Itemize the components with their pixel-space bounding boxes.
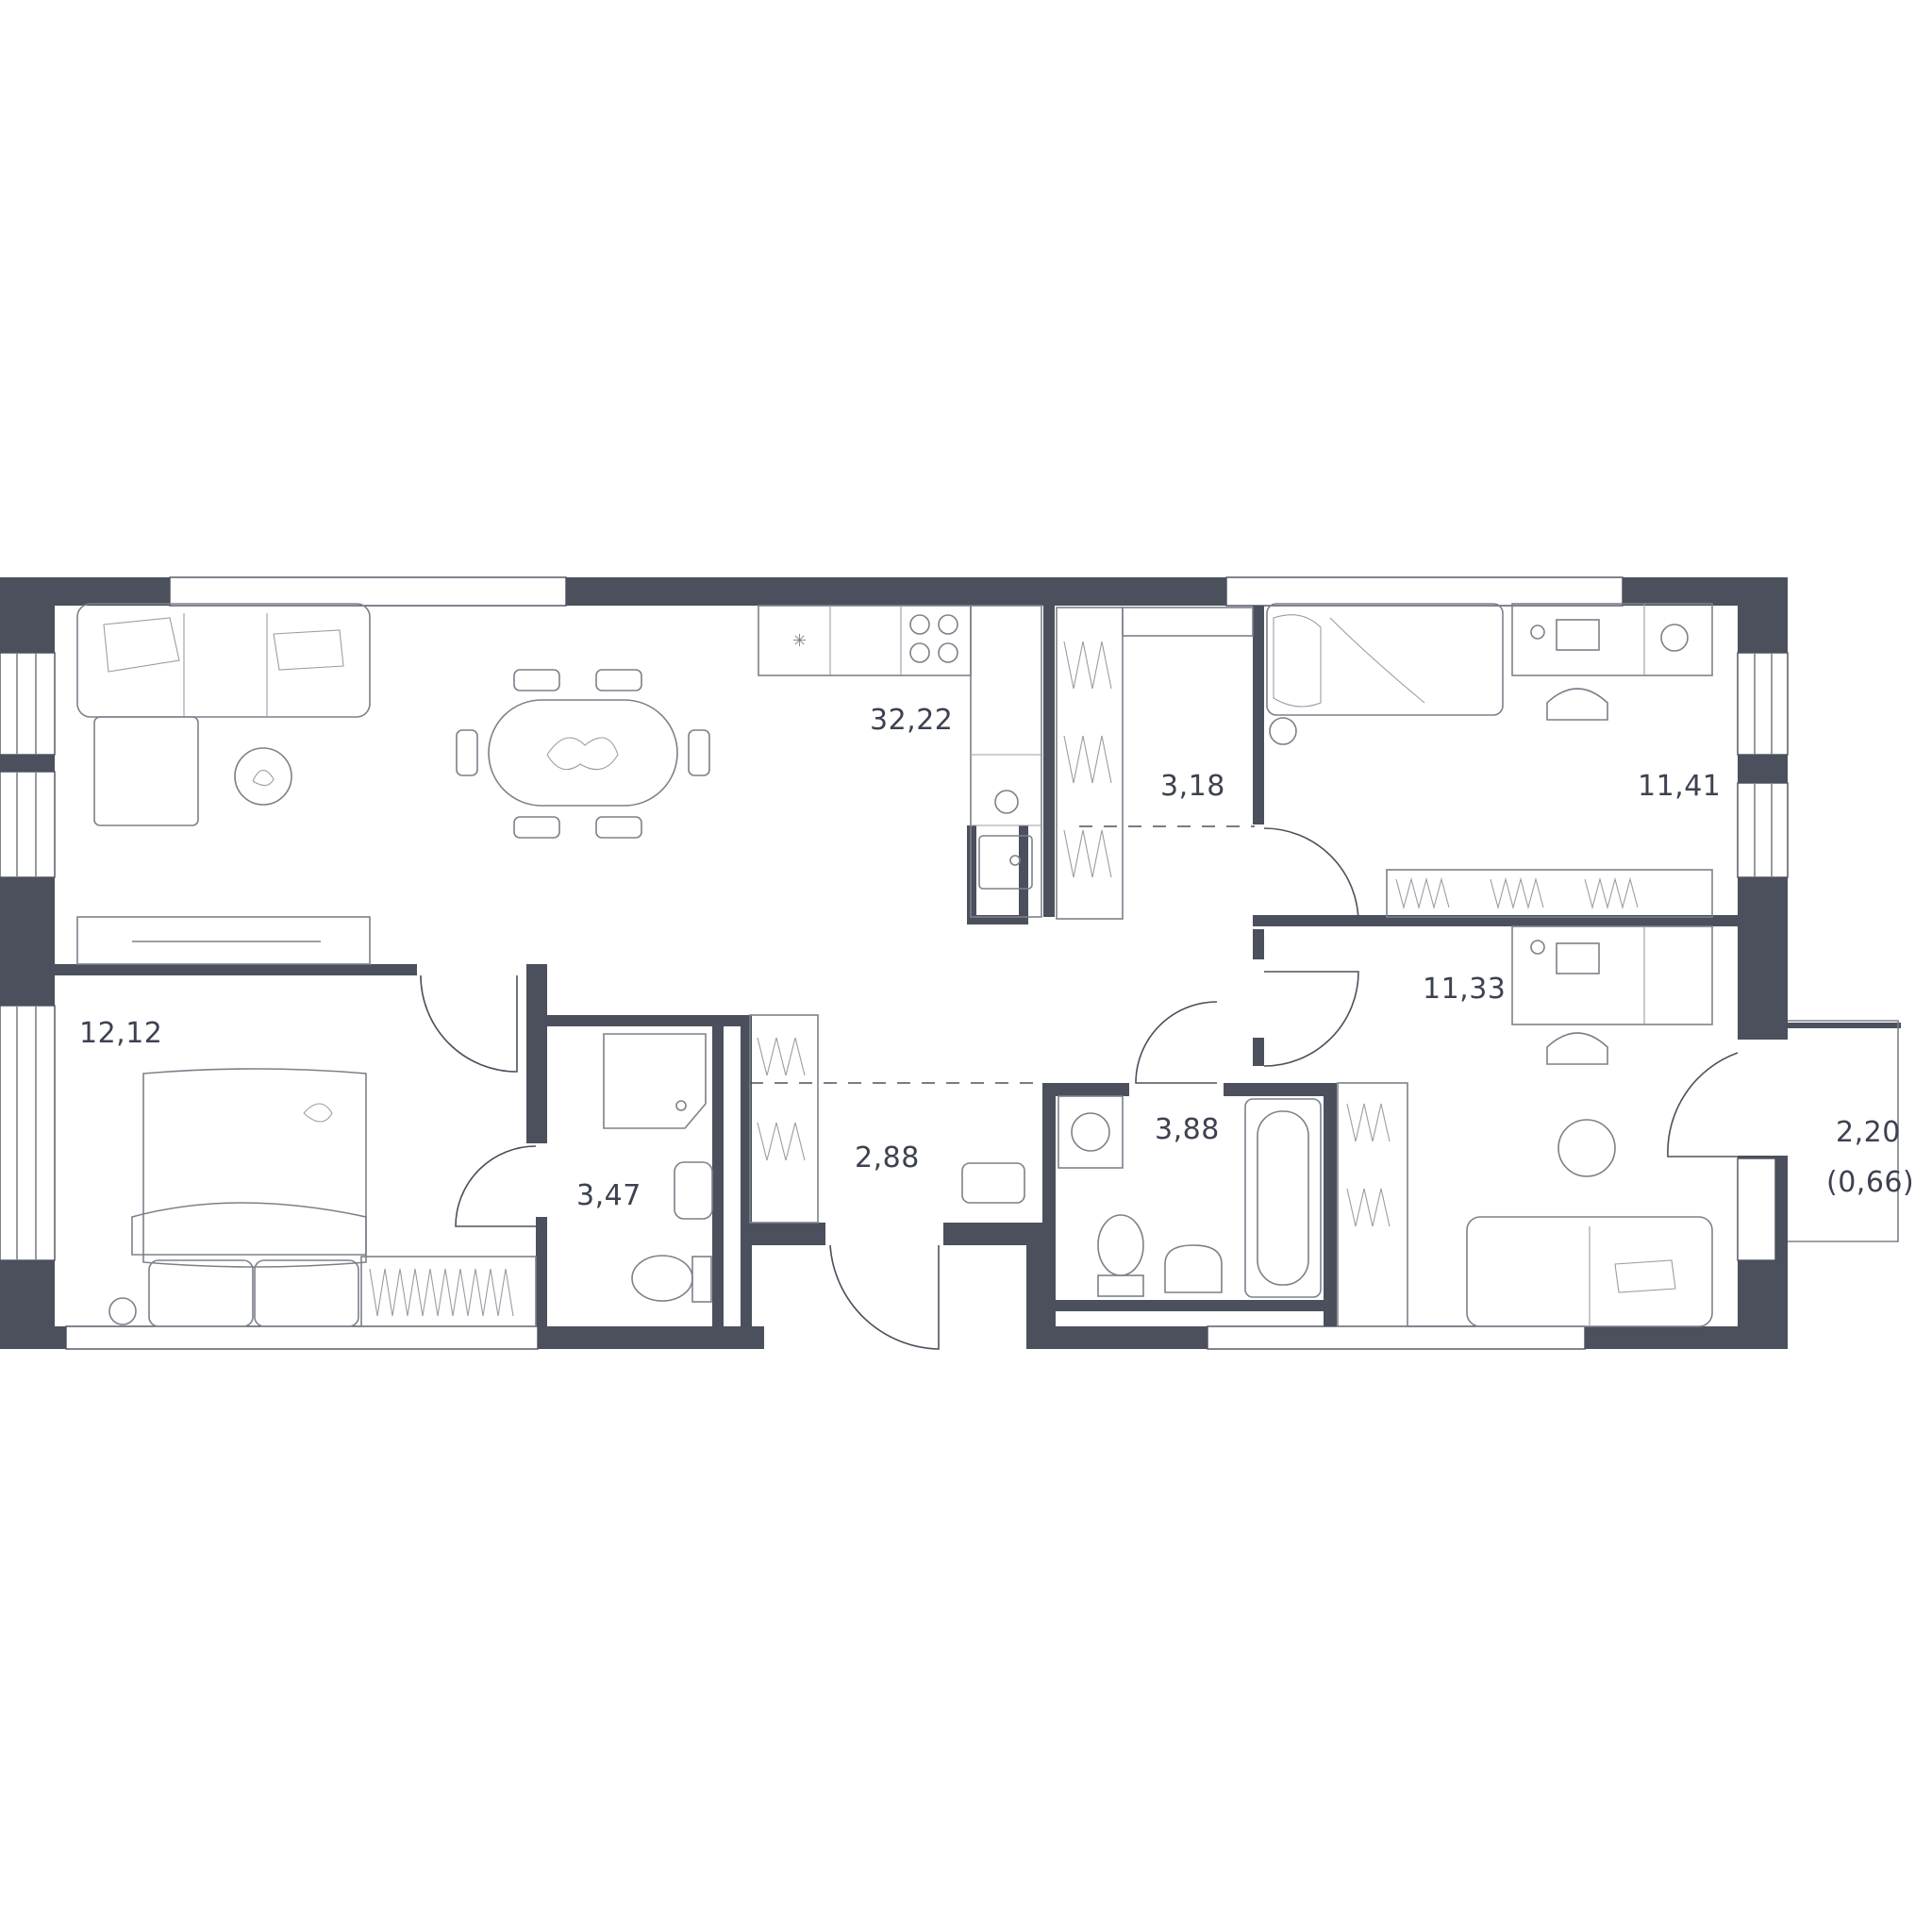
balcony-outline xyxy=(1737,1020,1899,1261)
washing-machine-icon xyxy=(1058,1095,1124,1169)
windows xyxy=(0,576,1789,1350)
sofa-icon xyxy=(76,603,371,826)
sofa-icon xyxy=(1466,1216,1713,1327)
doors xyxy=(420,827,1739,1350)
area-label-balcony-reduced: (0,66) xyxy=(1826,1166,1914,1199)
faucet-icon xyxy=(994,790,1019,814)
desk-icon xyxy=(1511,925,1713,1065)
shower-tray-icon xyxy=(603,1033,707,1129)
washbasin-icon xyxy=(674,1161,713,1220)
entrance-mat-icon xyxy=(961,1162,1025,1204)
area-label-living-kitchen: 32,22 xyxy=(870,704,953,737)
washbasin-icon xyxy=(1164,1244,1223,1293)
bed-icon xyxy=(1266,603,1504,716)
rug-icon xyxy=(1557,1119,1616,1177)
area-label-shower-room: 3,47 xyxy=(576,1179,641,1212)
tv-stand-icon xyxy=(76,916,371,965)
sink-icon xyxy=(978,835,1033,890)
area-label-bedroom-top-right: 11,41 xyxy=(1638,770,1721,803)
area-labels: 32,22 3,18 11,41 12,12 3,47 2,88 3,88 11… xyxy=(79,704,1914,1212)
area-label-bedroom-bottom-right: 11,33 xyxy=(1423,973,1506,1006)
cooktop-icon xyxy=(909,614,958,663)
bed-icon xyxy=(131,1068,367,1327)
svg-text:✳: ✳ xyxy=(792,631,807,651)
fan-icon xyxy=(1269,717,1297,745)
area-label-hallway: 2,88 xyxy=(855,1141,920,1174)
toilet-icon xyxy=(631,1255,712,1303)
area-label-bathroom: 3,88 xyxy=(1155,1113,1220,1146)
wardrobe-icon xyxy=(1337,1082,1408,1327)
desk-icon xyxy=(1511,603,1713,721)
wardrobe-icon xyxy=(749,1014,819,1224)
rug-icon xyxy=(234,747,292,806)
area-label-balcony: 2,20 xyxy=(1836,1116,1901,1149)
walls xyxy=(0,577,1901,1349)
zone-boundaries xyxy=(750,825,1255,1084)
wardrobe-icon xyxy=(1056,607,1254,920)
kitchen-counter-icon: ✳ xyxy=(758,605,1042,918)
area-label-storage: 3,18 xyxy=(1160,770,1225,803)
dining-table-icon xyxy=(456,669,710,839)
toilet-icon xyxy=(1097,1214,1144,1297)
fan-icon xyxy=(108,1297,137,1325)
wardrobe-icon xyxy=(1386,869,1713,918)
area-label-bedroom-left: 12,12 xyxy=(79,1017,162,1050)
wardrobe-icon xyxy=(360,1256,537,1327)
bathtub-icon xyxy=(1244,1098,1322,1298)
